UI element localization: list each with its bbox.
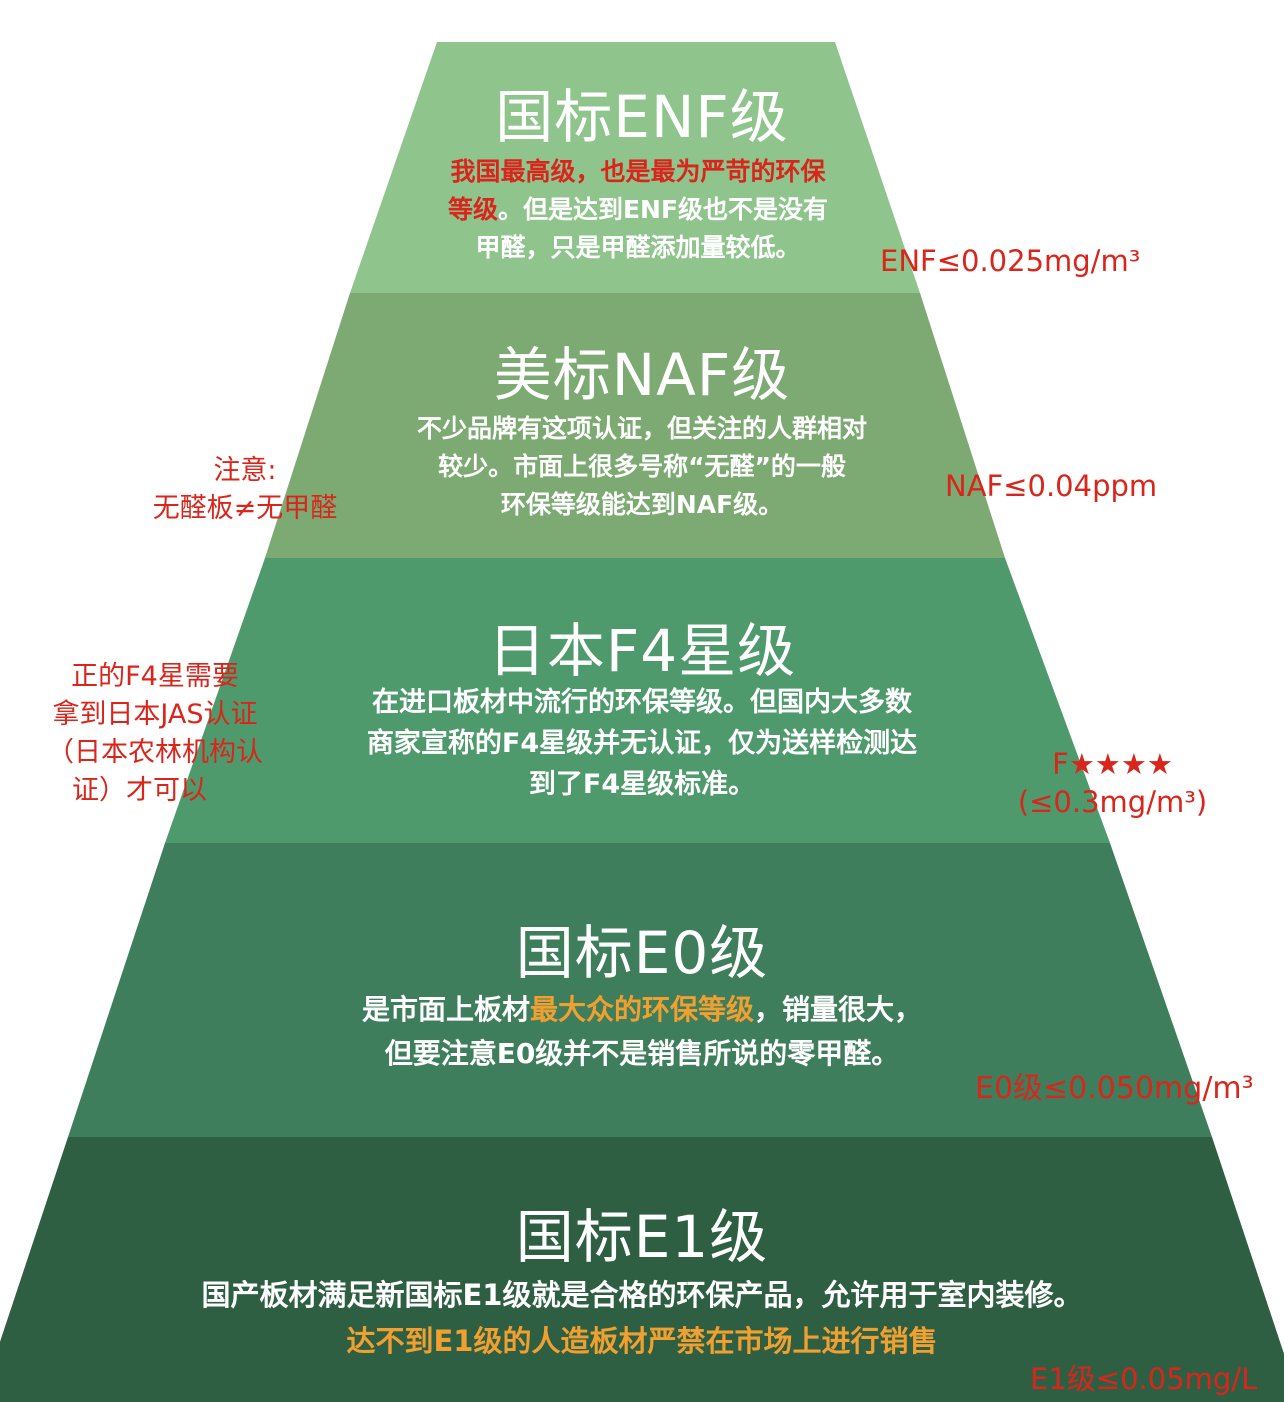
layer-e1-shape [0,1137,1284,1402]
desc-highlight: 等级 [447,195,498,224]
desc-text: ，销量很大， [754,993,923,1026]
desc-text: 在进口板材中流行的环保等级。但国内大多数 [372,687,912,718]
layer-naf-title: 美标NAF级 [493,341,791,409]
desc-highlight: 最大众的环保等级 [529,993,754,1026]
desc-text: 国产板材满足新国标E1级就是合格的环保产品，允许用于室内装修。 [201,1278,1083,1312]
note-text: 证）才可以 [72,775,207,806]
desc-text: 环保等级能达到NAF级。 [500,490,784,519]
desc-text: 到了F4星级标准。 [528,769,756,800]
layer-e1-title: 国标E1级 [515,1203,769,1271]
desc-text: 。但是达到ENF级也不是没有 [497,195,829,224]
desc-text: 商家宣称的F4星级并无认证，仅为送样检测达 [366,728,918,759]
e0-limit: E0级≤0.050mg/m³ [975,1071,1254,1106]
note-text: 无醛板≠无甲醛 [152,493,338,524]
desc-text: 是市面上板材 [361,993,530,1026]
layer-e0-desc: 是市面上板材最大众的环保等级，销量很大， 但要注意E0级并不是销售所说的零甲醛。 [0,988,1284,1076]
e1-limit: E1级≤0.05mg/L [1030,1362,1258,1396]
naf-note: 注意: 无醛板≠无甲醛 [135,452,355,528]
limit-text: F★★★★ [1052,747,1173,781]
layer-naf-desc: 不少品牌有这项认证，但关注的人群相对 较少。市面上很多号称“无醛”的一般 环保等… [0,410,1284,524]
layer-e0-shape [68,843,1212,1137]
enf-limit: ENF≤0.025mg/m³ [880,244,1141,278]
naf-limit: NAF≤0.04ppm [945,469,1158,503]
f4-note: 正的F4星需要 拿到日本JAS认证 （日本农林机构认 证）才可以 [20,658,290,810]
desc-text: 不少品牌有这项认证，但关注的人群相对 [416,414,867,443]
layer-f4-title: 日本F4星级 [487,617,797,685]
layer-enf-desc: 我国最高级，也是最为严苛的环保 等级。但是达到ENF级也不是没有 甲醛，只是甲醛… [0,153,1280,267]
f4-limit: F★★★★ (≤0.3mg/m³) [1005,745,1220,821]
layer-naf-shape [265,293,1005,558]
note-text: 正的F4星需要 [71,661,239,692]
desc-highlight: 我国最高级，也是最为严苛的环保 [450,157,826,186]
limit-text: (≤0.3mg/m³) [1017,785,1208,819]
layer-enf-shape [350,42,920,293]
desc-text: 但要注意E0级并不是销售所说的零甲醛。 [384,1037,900,1070]
layer-f4-shape [165,558,1110,843]
note-text: 拿到日本JAS认证 [52,699,258,730]
layer-f4-desc: 在进口板材中流行的环保等级。但国内大多数 商家宣称的F4星级并无认证，仅为送样检… [0,682,1284,805]
desc-highlight: 达不到E1级的人造板材严禁在市场上进行销售 [346,1324,938,1358]
layer-e1-desc: 国产板材满足新国标E1级就是合格的环保产品，允许用于室内装修。 达不到E1级的人… [0,1272,1284,1364]
note-text: （日本农林机构认 [47,737,263,768]
desc-text: 甲醛，只是甲醛添加量较低。 [475,233,801,262]
layer-enf-title: 国标ENF级 [495,83,789,151]
layer-e0-title: 国标E0级 [515,919,769,987]
desc-text: 较少。市面上很多号称“无醛”的一般 [438,452,846,481]
note-text: 注意: [213,455,277,486]
